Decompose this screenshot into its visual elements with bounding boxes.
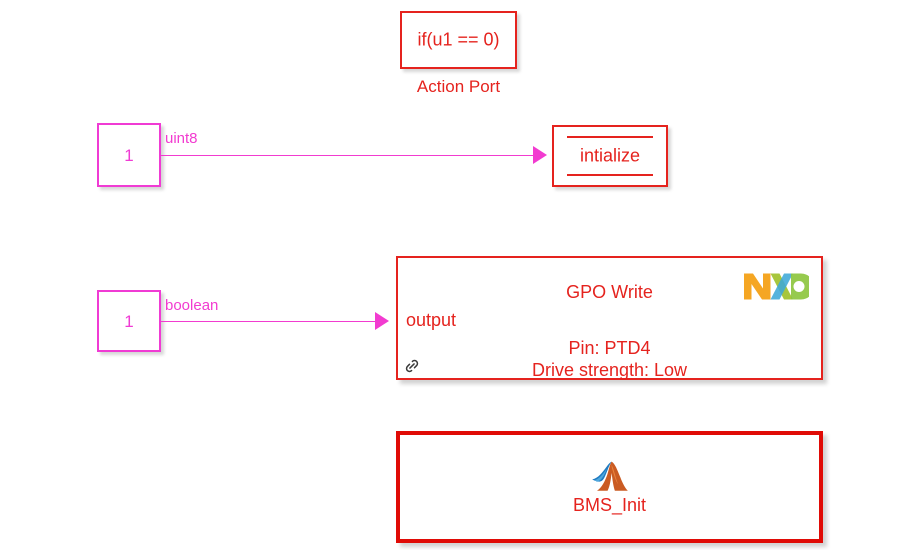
signal-line-uint8[interactable]: [161, 155, 533, 156]
inport-number-uint8: 1: [124, 145, 134, 165]
signal-label-boolean: boolean: [165, 297, 219, 314]
signal-line-boolean[interactable]: [161, 321, 375, 322]
matlab-membrane-logo: [591, 461, 628, 491]
signal-label-uint8: uint8: [165, 130, 198, 147]
signal-arrow-uint8-icon: [533, 146, 547, 164]
gpo-write-block[interactable]: GPO Write output Pin: PTD4 Drive strengt…: [396, 256, 823, 380]
initialize-bottom-rule: [567, 174, 653, 176]
if-action-port-block[interactable]: if(u1 == 0): [400, 11, 517, 69]
bms-init-subsystem-block[interactable]: BMS_Init: [396, 431, 823, 543]
gpo-write-title: GPO Write: [566, 282, 653, 302]
initialize-top-rule: [567, 136, 653, 138]
inport-block-uint8[interactable]: 1: [97, 123, 161, 187]
action-port-label: Action Port: [416, 77, 501, 96]
if-condition-text: if(u1 == 0): [417, 29, 500, 50]
inport-number-boolean: 1: [124, 311, 134, 331]
gpo-output-port-label: output: [406, 310, 457, 330]
gpo-parameters: Pin: PTD4 Drive strength: Low: [398, 338, 821, 381]
signal-arrow-boolean-icon: [375, 312, 389, 330]
gpo-param-drive-strength: Drive strength: Low: [531, 359, 688, 380]
initialize-label: intialize: [579, 145, 641, 166]
inport-block-boolean[interactable]: 1: [97, 290, 161, 352]
bms-init-label: BMS_Init: [572, 495, 647, 515]
bms-init-content: BMS_Init: [400, 460, 819, 514]
initialize-function-block[interactable]: intialize: [552, 125, 668, 187]
library-link-icon[interactable]: [402, 356, 422, 376]
gpo-param-pin: Pin: PTD4: [568, 338, 651, 358]
nxp-logo: [744, 273, 809, 300]
